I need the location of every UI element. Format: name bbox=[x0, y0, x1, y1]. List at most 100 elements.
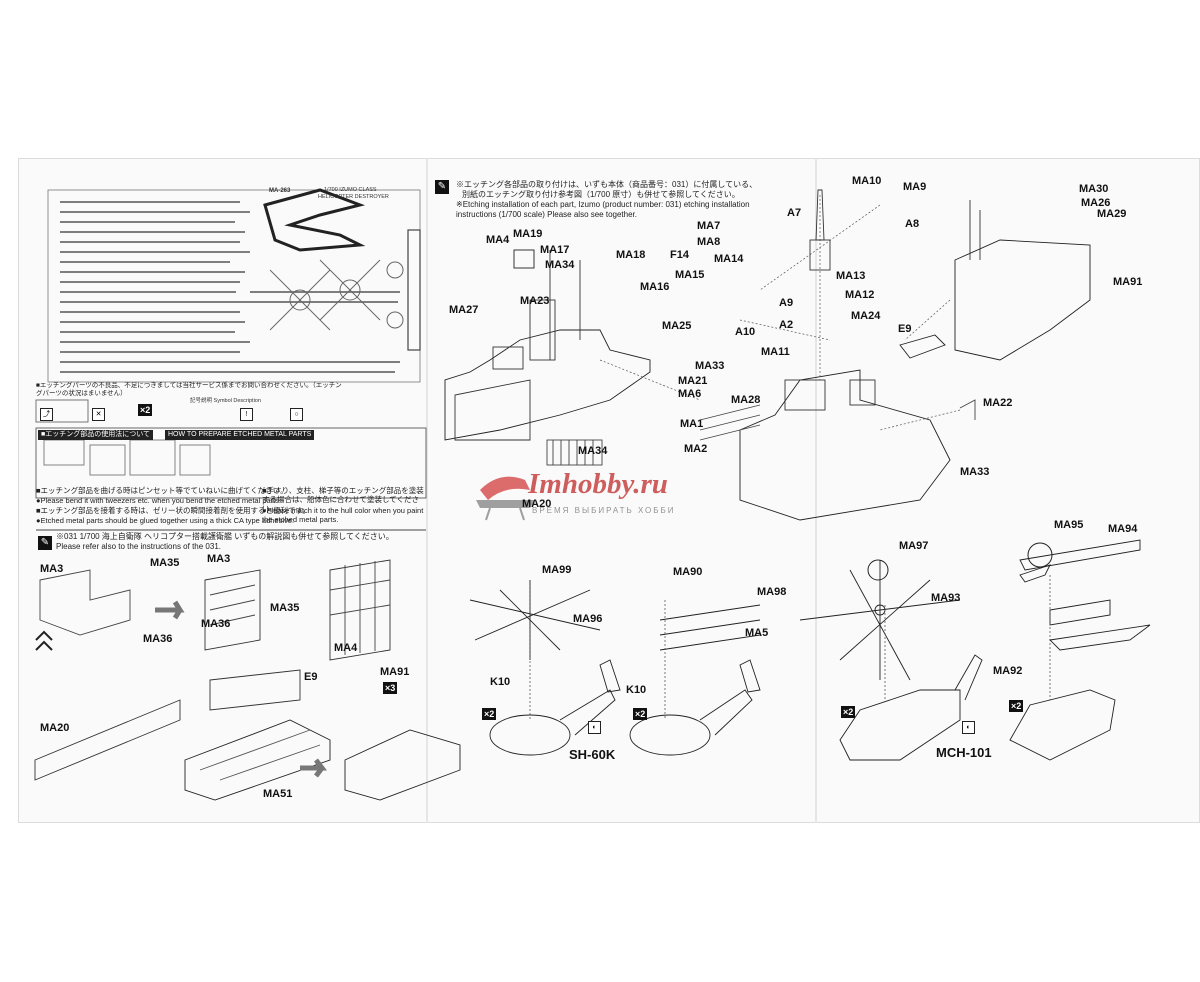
symbol-header: 記号説明 Symbol Description bbox=[190, 398, 261, 404]
helicopter-name: SH-60K bbox=[569, 747, 616, 762]
part-label: MA11 bbox=[761, 346, 790, 358]
part-label: MA91 bbox=[1113, 276, 1143, 288]
part-label: MA4 bbox=[334, 642, 358, 654]
part-label: MA15 bbox=[675, 269, 705, 281]
part-label: MA24 bbox=[851, 310, 881, 322]
part-label: MA34 bbox=[578, 445, 608, 457]
part-label: MA25 bbox=[662, 320, 692, 332]
part-label: MA99 bbox=[542, 564, 572, 576]
part-label: MA8 bbox=[697, 236, 721, 248]
part-label: MA3 bbox=[207, 553, 231, 565]
bend-symbol-icon: ⤴ bbox=[40, 408, 53, 421]
pen-icon: ✎ bbox=[435, 180, 449, 194]
part-label: K10 bbox=[626, 684, 647, 696]
part-label: MA10 bbox=[852, 175, 882, 187]
jp-how-to-header: ■エッチング部品の使用法について bbox=[38, 430, 154, 440]
count-badge: ×2 bbox=[841, 706, 856, 718]
pen-icon: ✎ bbox=[38, 536, 52, 550]
fret-code: MA-263 bbox=[269, 188, 291, 194]
part-label: MA21 bbox=[678, 375, 708, 387]
fret-title-line1: 1/700 IZUMO CLASS bbox=[324, 187, 377, 193]
part-label: MA93 bbox=[931, 592, 961, 604]
hole-symbol-icon: ○ bbox=[290, 408, 303, 421]
part-label: MA23 bbox=[520, 295, 550, 307]
bottom-note-en: Please refer also to the instructions of… bbox=[56, 542, 221, 551]
count-badge: ×2 bbox=[138, 404, 153, 416]
part-label: MA91 bbox=[380, 666, 410, 678]
part-label: MA92 bbox=[993, 665, 1023, 677]
sheet-fold-right bbox=[815, 158, 817, 823]
part-label: K10 bbox=[490, 676, 511, 688]
helicopter-name: MCH-101 bbox=[936, 745, 992, 760]
glue-note-en: ●Etched metal parts should be glued toge… bbox=[36, 516, 295, 525]
part-label: A9 bbox=[779, 297, 794, 309]
part-label: MA35 bbox=[150, 557, 180, 569]
part-label: A8 bbox=[905, 218, 920, 230]
part-label: MA20 bbox=[40, 722, 70, 734]
watermark-slogan: ВРЕМЯ ВЫБИРАТЬ ХОББИ bbox=[532, 506, 676, 515]
watermark: Imhobby.ru ВРЕМЯ ВЫБИРАТЬ ХОББИ bbox=[470, 468, 730, 528]
count-badge: ×2 bbox=[482, 708, 497, 720]
part-label: MA36 bbox=[201, 618, 231, 630]
jp-defect-note: ■エッチングパーツの不良品、不足につきましては当社サービス係までお問い合わせくだ… bbox=[36, 382, 342, 397]
part-label: MA30 bbox=[1079, 183, 1109, 195]
part-label: A10 bbox=[735, 326, 756, 338]
part-label: MA28 bbox=[731, 394, 761, 406]
how-to-header: HOW TO PREPARE ETCHED METAL PARTS bbox=[165, 430, 315, 440]
part-label: MA4 bbox=[486, 234, 510, 246]
count-badge: ×3 bbox=[383, 682, 398, 694]
paint-note-jp: ■手すり、支柱、梯子等のエッチング部品を塗装する場合は、船体色に合わせて塗装して… bbox=[262, 486, 424, 513]
instruction-sheet bbox=[18, 158, 1200, 823]
part-label: MA13 bbox=[836, 270, 866, 282]
part-label: MA36 bbox=[143, 633, 173, 645]
top-note-jp1: ※エッチング各部品の取り付けは、いずも本体（商品番号：031）に付属している、 bbox=[456, 180, 758, 189]
count-badge: ×2 bbox=[633, 708, 648, 720]
part-label: MA5 bbox=[745, 627, 769, 639]
top-note-en2: instructions (1/700 scale) Please also s… bbox=[456, 210, 637, 219]
part-label: MA9 bbox=[903, 181, 927, 193]
part-label: MA94 bbox=[1108, 523, 1138, 535]
glue-symbol-icon: ✕ bbox=[92, 408, 105, 421]
paint-note-en: ●Please match it to the hull color when … bbox=[262, 506, 424, 524]
part-label: MA96 bbox=[573, 613, 603, 625]
top-note-en1: ※Etching installation of each part, Izum… bbox=[456, 200, 750, 209]
part-label: MA26 bbox=[1081, 197, 1111, 209]
part-label: MA7 bbox=[697, 220, 721, 232]
fret-title-line2: HELICOPTER DESTROYER bbox=[318, 194, 389, 200]
part-label: E9 bbox=[898, 323, 912, 335]
part-label: MA29 bbox=[1097, 208, 1127, 220]
top-note-jp2: 別紙のエッチング取り付け参考図（1/700 原寸）も併せて参照してください。 bbox=[462, 190, 740, 199]
part-label: MA27 bbox=[449, 304, 479, 316]
part-label: MA22 bbox=[983, 397, 1013, 409]
watermark-site: Imhobby.ru bbox=[528, 468, 668, 500]
part-label: MA33 bbox=[960, 466, 990, 478]
part-label: MA98 bbox=[757, 586, 787, 598]
part-label: MA35 bbox=[270, 602, 300, 614]
part-label: MA2 bbox=[684, 443, 708, 455]
bottom-note-jp: ※031 1/700 海上自衛隊 ヘリコプター搭載護衛艦 いずもの解説図も併せて… bbox=[56, 532, 394, 541]
part-label: F14 bbox=[670, 249, 689, 261]
bend-note-en: ●Please bend it with tweezers etc. when … bbox=[36, 496, 282, 505]
part-label: MA3 bbox=[40, 563, 64, 575]
part-label: MA95 bbox=[1054, 519, 1084, 531]
glue-note-jp: ■エッチング部品を接着する時は、ゼリー状の瞬間接着剤を使用すると便利です。 bbox=[36, 506, 310, 515]
part-label: A2 bbox=[779, 319, 794, 331]
sheet-fold-left bbox=[426, 158, 428, 823]
part-label: MA6 bbox=[678, 388, 702, 400]
direction-symbol-icon: ◐ bbox=[962, 721, 975, 734]
part-label: E9 bbox=[304, 671, 318, 683]
part-label: MA19 bbox=[513, 228, 543, 240]
part-label: MA97 bbox=[899, 540, 929, 552]
part-label: MA90 bbox=[673, 566, 703, 578]
part-label: MA12 bbox=[845, 289, 875, 301]
part-label: MA1 bbox=[680, 418, 704, 430]
part-label: MA17 bbox=[540, 244, 570, 256]
bend-note-jp: ■エッチング部品を曲げる時はピンセット等でていねいに曲げてください。 bbox=[36, 486, 288, 495]
part-label: MA14 bbox=[714, 253, 744, 265]
part-label: A7 bbox=[787, 207, 802, 219]
part-label: MA20 bbox=[522, 498, 552, 510]
part-label: MA16 bbox=[640, 281, 670, 293]
count-badge: ×2 bbox=[1009, 700, 1024, 712]
part-label: MA34 bbox=[545, 259, 575, 271]
